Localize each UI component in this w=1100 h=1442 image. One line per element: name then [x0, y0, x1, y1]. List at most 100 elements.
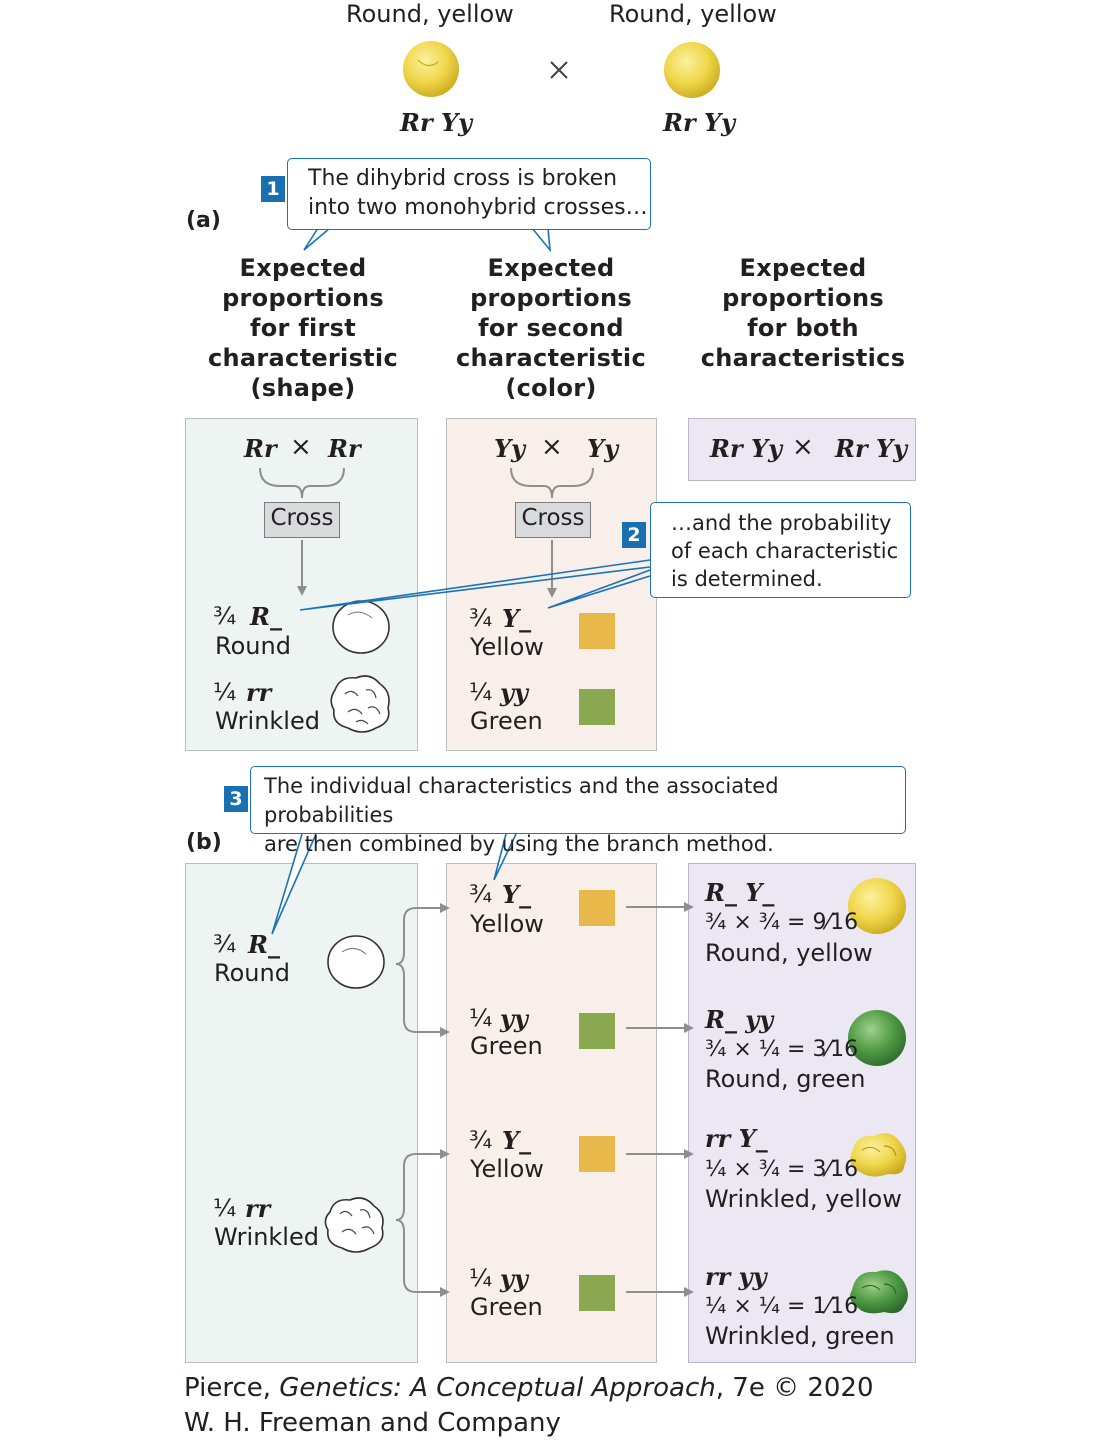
color-cross-times: ×	[541, 432, 563, 462]
shape-dom-genotype: R_	[250, 602, 282, 631]
branch-yellow-square-2	[579, 1136, 615, 1172]
both-cross-times: ×	[792, 432, 814, 462]
callout-1-pointer-right	[531, 227, 552, 253]
branch-first-0-phenotype: Round	[214, 959, 290, 987]
round-pea-b-icon	[327, 935, 385, 989]
wrinkled-pea-outline-icon	[330, 675, 390, 733]
branch-first-1-genotype: rr	[245, 1194, 271, 1223]
branch-yellow-square-1	[579, 890, 615, 926]
result-3-genotype: rr yy	[705, 1262, 767, 1291]
result-pea-round-yellow-icon	[848, 878, 906, 934]
color-dom-genotype: Y_	[502, 604, 532, 633]
branch-second-1-fraction: ¼	[469, 1004, 493, 1032]
result-arrows	[626, 902, 694, 1297]
branch-second-3-phenotype: Green	[470, 1293, 543, 1321]
branch-first-1-fraction: ¼	[213, 1194, 237, 1222]
both-panel-a	[688, 418, 916, 481]
result-1-probability: ¾ × ¼ = 3⁄16	[705, 1035, 858, 1064]
result-2-phenotype: Wrinkled, yellow	[705, 1185, 902, 1213]
result-2-probability: ¼ × ¾ = 3⁄16	[705, 1155, 858, 1184]
result-1-genotype: R_ yy	[705, 1005, 774, 1034]
shape-dom-fraction: ¾	[213, 602, 237, 630]
parent-right-genotype: Rr Yy	[663, 108, 736, 137]
result-3-probability: ¼ × ¼ = 1⁄16	[705, 1292, 858, 1321]
branch-second-1-phenotype: Green	[470, 1032, 543, 1060]
round-pea-outline-icon	[332, 600, 390, 654]
callout-3-pointers	[271, 833, 517, 935]
yellow-color-square	[579, 613, 615, 649]
result-0-probability: ¾ × ¾ = 9⁄16	[705, 908, 858, 937]
heading-second-characteristic: Expected proportions for second characte…	[456, 254, 646, 402]
branch-second-3-genotype: yy	[500, 1264, 528, 1293]
color-cross-left: Yy	[494, 434, 526, 463]
shape-cross-times: ×	[290, 432, 312, 462]
both-cross-left: Rr Yy	[710, 434, 783, 463]
shape-rec-phenotype: Wrinkled	[215, 707, 320, 735]
branch-bracket-wrinkled	[395, 1149, 450, 1297]
wrinkled-pea-b-icon	[324, 1197, 384, 1253]
credit-line-2: W. H. Freeman and Company	[184, 1408, 561, 1438]
color-cross-right: Yy	[587, 434, 619, 463]
result-pea-round-green-icon	[848, 1010, 906, 1066]
result-0-genotype: R_ Y_	[705, 878, 775, 907]
color-rec-genotype: yy	[500, 678, 528, 707]
branch-second-0-genotype: Y_	[502, 880, 532, 909]
both-cross-right: Rr Yy	[835, 434, 908, 463]
branch-second-0-fraction: ¾	[469, 880, 493, 908]
shape-rec-genotype: rr	[246, 678, 272, 707]
callout-2: …and the probability of each characteris…	[650, 502, 911, 598]
step-2-badge: 2	[622, 522, 646, 548]
parent-left-label: Round, yellow	[346, 0, 514, 28]
result-3-value: 1⁄16	[812, 1294, 859, 1319]
panel-b-label: (b)	[186, 830, 222, 855]
branch-second-1-genotype: yy	[500, 1004, 528, 1033]
branch-green-square-1	[579, 1013, 615, 1049]
branch-second-3-fraction: ¼	[469, 1264, 493, 1292]
credit-edition: , 7e © 2020	[715, 1373, 874, 1403]
color-cross-brace	[510, 467, 594, 499]
result-2-value: 3⁄16	[812, 1157, 859, 1182]
parent-pea-left-icon	[403, 41, 459, 97]
callout-1-pointer	[303, 227, 331, 251]
shape-cross-left: Rr	[244, 434, 277, 463]
result-3-calc: ¼ × ¼ =	[705, 1294, 813, 1319]
credit-author: Pierce,	[184, 1373, 280, 1403]
color-rec-phenotype: Green	[470, 707, 543, 735]
color-panel-b	[446, 863, 657, 1363]
branch-first-0-genotype: R_	[248, 930, 280, 959]
branch-second-2-fraction: ¾	[469, 1126, 493, 1154]
shape-cross-box: Cross	[264, 502, 340, 538]
result-2-genotype: rr Y_	[705, 1124, 768, 1153]
parent-right-label: Round, yellow	[609, 0, 777, 28]
branch-first-1-phenotype: Wrinkled	[214, 1223, 319, 1251]
result-2-calc: ¼ × ¾ =	[705, 1157, 813, 1182]
result-1-value: 3⁄16	[812, 1037, 859, 1062]
result-pea-wrinkled-green-icon	[850, 1270, 908, 1314]
branch-second-2-genotype: Y_	[502, 1126, 532, 1155]
callout-1: The dihybrid cross is broken into two mo…	[287, 158, 651, 230]
heading-both-characteristics: Expected proportions for both characteri…	[700, 254, 906, 372]
result-0-phenotype: Round, yellow	[705, 939, 873, 967]
step-1-badge: 1	[261, 176, 285, 202]
color-dom-fraction: ¾	[469, 604, 493, 632]
branch-second-0-phenotype: Yellow	[470, 910, 544, 938]
parent-cross-icon	[550, 61, 568, 79]
parent-pea-right-icon	[664, 42, 720, 98]
credit-line-1: Pierce, Genetics: A Conceptual Approach,…	[184, 1370, 874, 1406]
shape-cross-brace	[259, 467, 345, 499]
credit-book-title: Genetics: A Conceptual Approach	[279, 1373, 716, 1403]
result-0-calc: ¾ × ¾ =	[705, 910, 813, 935]
panel-a-label: (a)	[186, 208, 221, 233]
callout-3: The individual characteristics and the a…	[250, 766, 906, 856]
step-3-badge: 3	[224, 786, 248, 812]
callout-2-pointers	[299, 559, 651, 611]
color-cross-box: Cross	[515, 502, 591, 538]
branch-second-2-phenotype: Yellow	[470, 1155, 544, 1183]
result-3-phenotype: Wrinkled, green	[705, 1322, 895, 1350]
shape-dom-phenotype: Round	[215, 632, 291, 660]
heading-first-characteristic: Expected proportions for first character…	[208, 254, 398, 402]
result-0-value: 9⁄16	[812, 910, 859, 935]
color-rec-fraction: ¼	[469, 678, 493, 706]
branch-first-0-fraction: ¾	[213, 930, 237, 958]
